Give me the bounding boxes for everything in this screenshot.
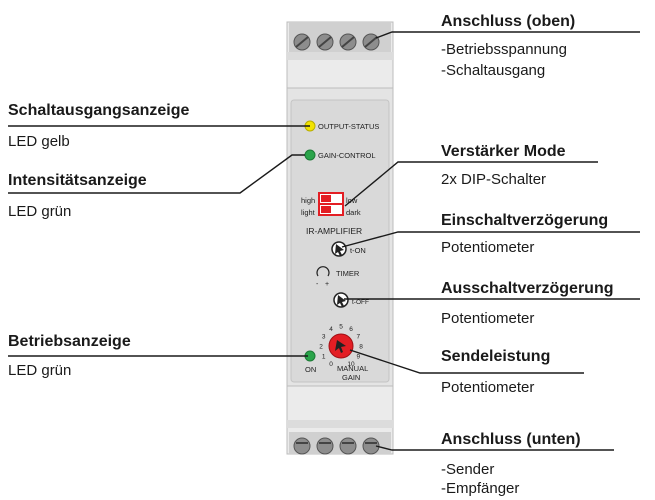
dip-high-label: high [301, 196, 315, 205]
anschluss-unten-title: Anschluss (unten) [441, 431, 581, 448]
anschluss-oben-title: Anschluss (oben) [441, 13, 576, 30]
timer-label: TIMER [336, 269, 360, 278]
on-label: ON [305, 365, 316, 374]
anschluss-oben-line-1: -Betriebsspannung [441, 41, 567, 58]
dip-dark-label: dark [346, 208, 361, 217]
leader-sendeleistung [349, 349, 584, 374]
leader-verstaerker [344, 161, 598, 207]
dial-tick-label: 7 [356, 334, 360, 341]
dial-tick-label: 2 [319, 344, 323, 351]
dial-tick-label: 8 [359, 344, 363, 351]
housing-bottom-step [287, 420, 393, 428]
sendeleistung-desc: Potentiometer [441, 379, 535, 396]
verstaerker-desc: 2x DIP-Schalter [441, 171, 547, 188]
schaltausgang-desc: LED gelb [8, 133, 70, 150]
dip-switch[interactable] [318, 192, 344, 216]
t-on-potentiometer[interactable] [331, 241, 347, 257]
dial-tick-label: 4 [329, 326, 333, 333]
anschluss-unten-line-1: -Sender [441, 461, 495, 478]
timer-plus: + [325, 281, 329, 288]
dial-tick-label: 6 [349, 326, 353, 333]
dial-tick-label: 1 [322, 354, 326, 361]
terminals-bottom [289, 432, 391, 455]
dial-tick-label: 3 [322, 334, 326, 341]
schaltausgang-title: Schaltausgangsanzeige [8, 102, 190, 119]
sendeleistung-title: Sendeleistung [441, 348, 551, 365]
manual-label: MANUAL [337, 364, 368, 373]
leader-anschluss-oben [375, 31, 640, 39]
terminals-top [289, 22, 391, 52]
timer-minus: - [316, 281, 319, 288]
intensitaet-desc: LED grün [8, 203, 72, 220]
t-off-label: t-OFF [352, 299, 369, 306]
timer-icon [316, 266, 330, 277]
leader-lines [8, 31, 640, 451]
dial-tick-label: 9 [356, 354, 360, 361]
leader-einschalt [341, 231, 640, 248]
output-status-label: OUTPUT-STATUS [318, 122, 379, 131]
dial-tick-label: 5 [339, 324, 343, 331]
gain-control-label: GAIN-CONTROL [318, 151, 376, 160]
ir-amplifier-label: IR-AMPLIFIER [306, 226, 362, 236]
dial-tick-label: 10 [347, 361, 355, 368]
betrieb-title: Betriebsanzeige [8, 333, 131, 350]
housing-top-step [287, 52, 393, 60]
ausschalt-desc: Potentiometer [441, 310, 535, 327]
t-off-potentiometer[interactable] [333, 292, 349, 308]
verstaerker-title: Verstärker Mode [441, 143, 566, 160]
einschalt-title: Einschaltverzögerung [441, 212, 609, 229]
anschluss-oben-line-2: -Schaltausgang [441, 62, 546, 79]
anschluss-unten-line-2: -Empfänger [441, 480, 520, 497]
leader-anschluss-unten [375, 445, 614, 451]
ausschalt-title: Ausschaltverzögerung [441, 280, 614, 297]
t-on-label: t-ON [350, 246, 366, 255]
leader-intensitaet [8, 154, 305, 194]
manual-gain-pointer [335, 340, 346, 353]
einschalt-desc: Potentiometer [441, 239, 535, 256]
gain-label: GAIN [342, 373, 360, 382]
dip-light-label: light [301, 208, 316, 217]
gain-control-led [304, 149, 316, 161]
betrieb-desc: LED grün [8, 362, 72, 379]
front-panel [290, 99, 390, 383]
intensitaet-title: Intensitätsanzeige [8, 172, 147, 189]
dial-tick-label: 0 [329, 361, 333, 368]
